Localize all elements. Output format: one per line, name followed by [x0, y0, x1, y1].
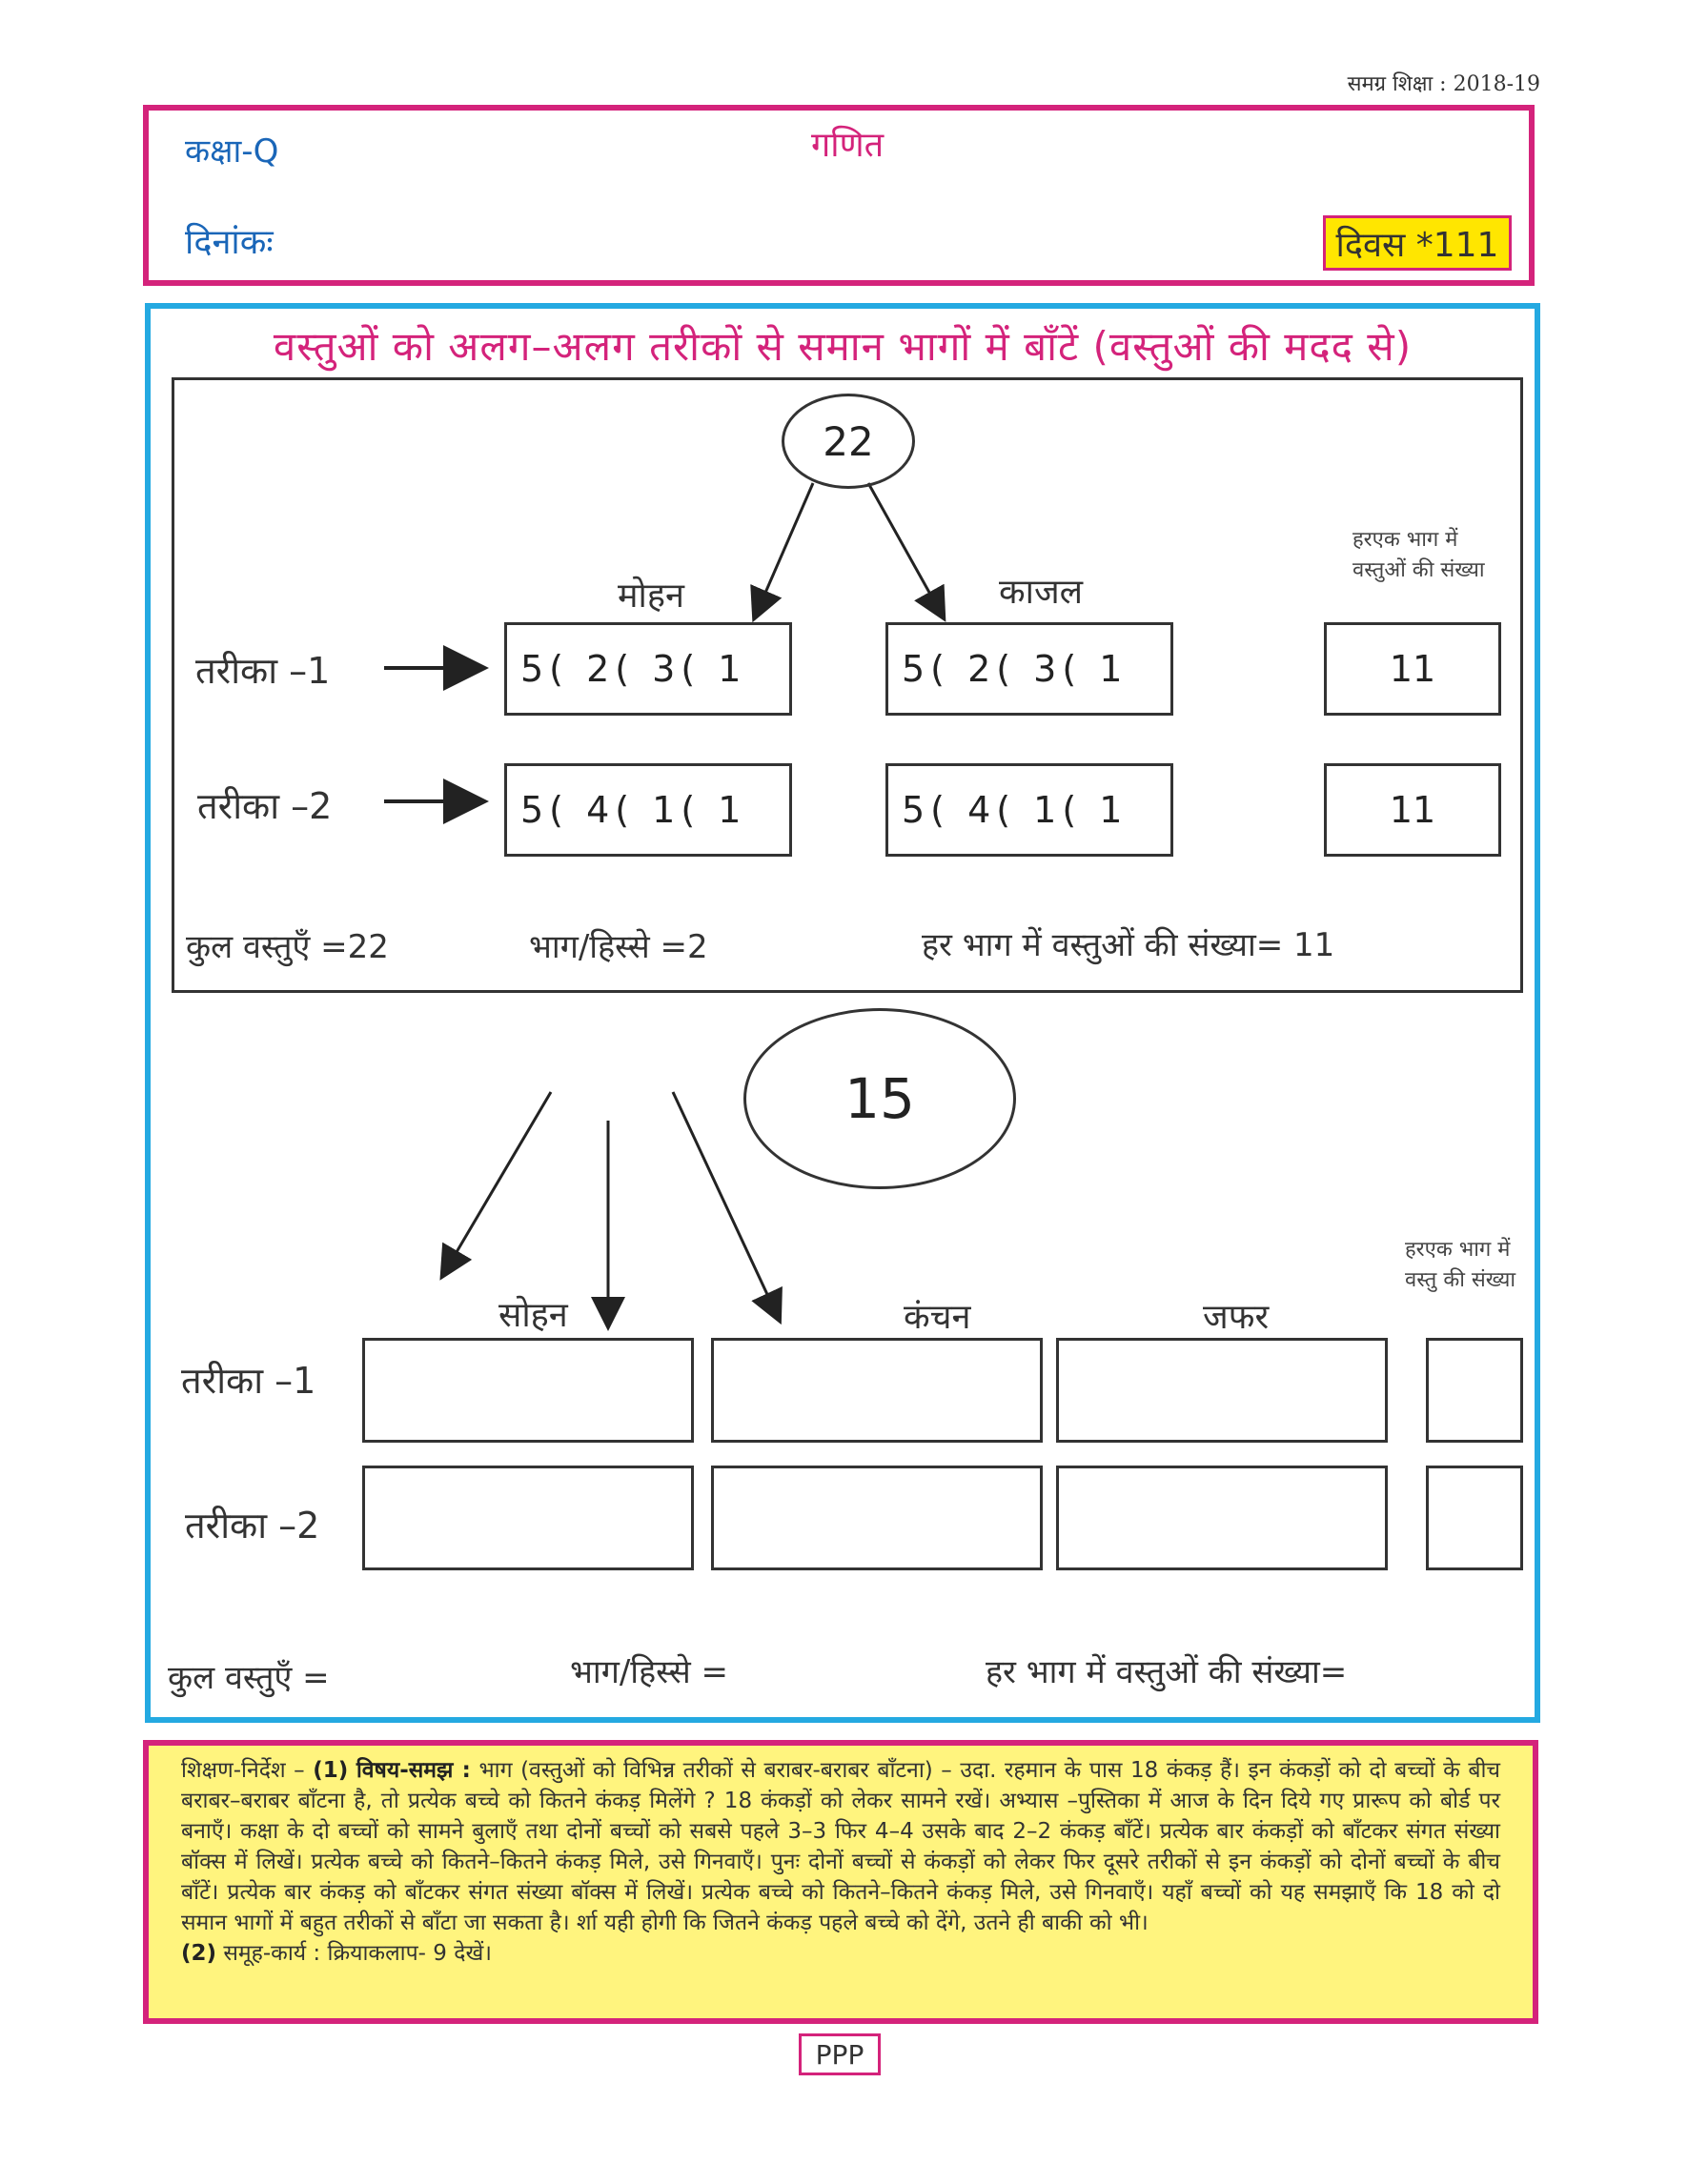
summary-per-part: हर भाग में वस्तुओं की संख्या= 11: [922, 926, 1335, 964]
header-box: कक्षा-Q गणित दिनांकः दिवस *111: [143, 105, 1535, 286]
example-box: 22 मोहन काजल हरएक भाग में वस्तुओं की संख…: [172, 377, 1523, 993]
guidance-point-1-text: भाग (वस्तुओं को विभिन्न तरीकों से बराबर-…: [181, 1758, 1501, 1935]
child-name-kanchan: कंचन: [904, 1298, 971, 1337]
guidance-point-2-text: समूह-कार्य : क्रियाकलाप- 9 देखें।: [223, 1941, 492, 1966]
method-1-label: तरीका –1: [195, 650, 331, 692]
jafar-method-1-box[interactable]: [1056, 1338, 1388, 1443]
kanchan-method-2-box[interactable]: [711, 1466, 1043, 1570]
count-method-2-box: 11: [1324, 763, 1501, 857]
guidance-point-2-number: (2): [181, 1941, 217, 1966]
activity-panel: वस्तुओं को अलग–अलग तरीकों से समान भागों …: [145, 303, 1540, 1723]
mohan-method-1-box: 5( 2( 3( 1: [504, 622, 792, 716]
exercise-summary-per-part: हर भाग में वस्तुओं की संख्या=: [986, 1653, 1348, 1691]
sohan-method-2-box[interactable]: [362, 1466, 694, 1570]
child-name-kajal: काजल: [999, 573, 1084, 612]
guidance-heading: शिक्षण-निर्देश –: [181, 1758, 314, 1783]
date-label: दिनांकः: [185, 223, 274, 262]
jafar-method-2-box[interactable]: [1056, 1466, 1388, 1570]
exercise-total-oval: 15: [743, 1008, 1016, 1189]
guidance-point-1-topic: विषय-समझ :: [356, 1758, 471, 1783]
day-badge: दिवस *111: [1323, 215, 1512, 271]
publication-label: समग्र शिक्षा : 2018-19: [1347, 72, 1540, 96]
exercise-count-method-2-box[interactable]: [1426, 1466, 1523, 1570]
example-arrows: [384, 482, 946, 824]
exercise-summary-parts: भाग/हिस्से =: [570, 1653, 729, 1691]
activity-title: वस्तुओं को अलग–अलग तरीकों से समान भागों …: [273, 323, 1413, 370]
guidance-point-1-number: (1): [313, 1758, 349, 1783]
child-name-sohan: सोहन: [498, 1296, 568, 1335]
summary-total: कुल वस्तुएँ =22: [186, 928, 389, 966]
count-method-1-box: 11: [1324, 622, 1501, 716]
mohan-method-2-box: 5( 4( 1( 1: [504, 763, 792, 857]
subject-title: गणित: [811, 126, 885, 165]
child-name-jafar: जफर: [1203, 1298, 1270, 1337]
kajal-method-1-box: 5( 2( 3( 1: [885, 622, 1173, 716]
page-number: PPP: [799, 2033, 881, 2075]
exercise-arrows: [439, 1091, 783, 1331]
sohan-method-1-box[interactable]: [362, 1338, 694, 1443]
teaching-guidance: शिक्षण-निर्देश – (1) विषय-समझ : भाग (वस्…: [143, 1740, 1538, 2024]
class-label: कक्षा-Q: [185, 132, 279, 171]
per-part-caption: हरएक भाग में वस्तुओं की संख्या: [1352, 528, 1485, 582]
kanchan-method-1-box[interactable]: [711, 1338, 1043, 1443]
kajal-method-2-box: 5( 4( 1( 1: [885, 763, 1173, 857]
method-2-label: तरीका –2: [197, 785, 333, 827]
exercise-summary-total: कुल वस्तुएँ =: [168, 1659, 330, 1697]
exercise-method-2-label: तरीका –2: [185, 1505, 320, 1547]
exercise-per-part-caption: हरएक भाग में वस्तु की संख्या: [1405, 1238, 1516, 1292]
exercise-count-method-1-box[interactable]: [1426, 1338, 1523, 1443]
summary-parts: भाग/हिस्से =2: [529, 928, 708, 966]
exercise-method-1-label: तरीका –1: [181, 1360, 316, 1402]
child-name-mohan: मोहन: [618, 576, 684, 616]
total-oval: 22: [782, 394, 915, 489]
